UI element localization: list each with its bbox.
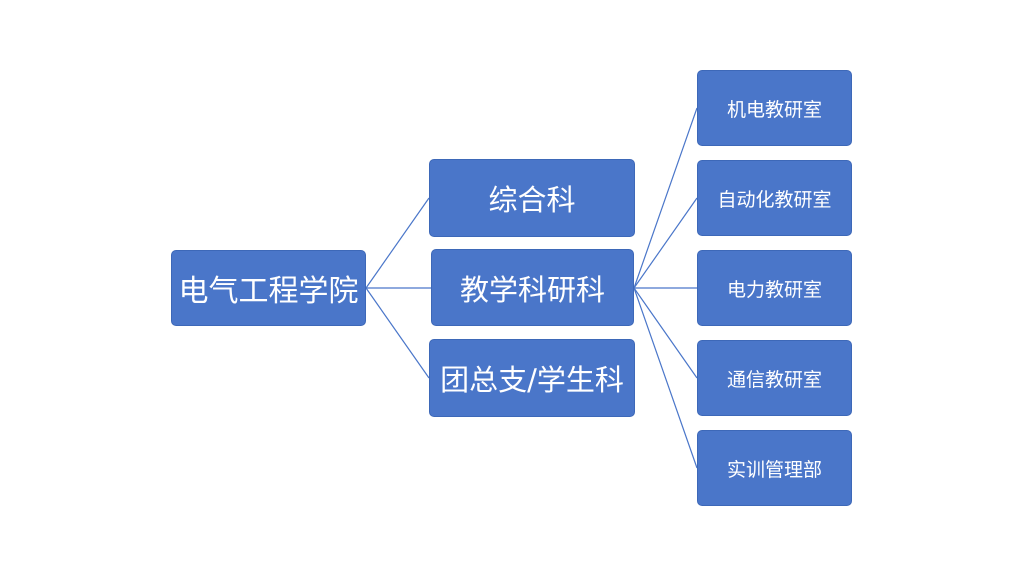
node-general-office-label: 综合科 (488, 183, 576, 217)
node-training-management-label: 实训管理部 (726, 458, 822, 481)
node-teaching-research-label: 教学科研科 (459, 272, 605, 307)
node-student-affairs-label: 团总支/学生科 (440, 363, 624, 397)
node-power-label: 电力教研室 (726, 278, 822, 301)
node-automation: 自动化教研室 (697, 160, 852, 236)
connector-teaching-to-r4 (633, 287, 698, 379)
node-teaching-research: 教学科研科 (431, 249, 634, 326)
node-mechatronics-label: 机电教研室 (726, 98, 822, 121)
node-power: 电力教研室 (697, 250, 852, 326)
node-training-management: 实训管理部 (697, 430, 852, 506)
connector-root-to-general (365, 197, 430, 289)
connector-teaching-to-r5 (633, 287, 698, 469)
node-automation-label: 自动化教研室 (717, 188, 832, 211)
connector-teaching-to-r2 (633, 197, 698, 289)
connector-root-to-student (365, 287, 430, 379)
node-mechatronics: 机电教研室 (697, 70, 852, 146)
root-node: 电气工程学院 (171, 250, 366, 326)
root-node-label: 电气工程学院 (178, 274, 359, 309)
node-communication-label: 通信教研室 (726, 368, 822, 391)
connector-teaching-to-r1 (633, 107, 698, 289)
node-student-affairs: 团总支/学生科 (429, 339, 635, 417)
node-communication: 通信教研室 (697, 340, 852, 416)
node-general-office: 综合科 (429, 159, 635, 237)
